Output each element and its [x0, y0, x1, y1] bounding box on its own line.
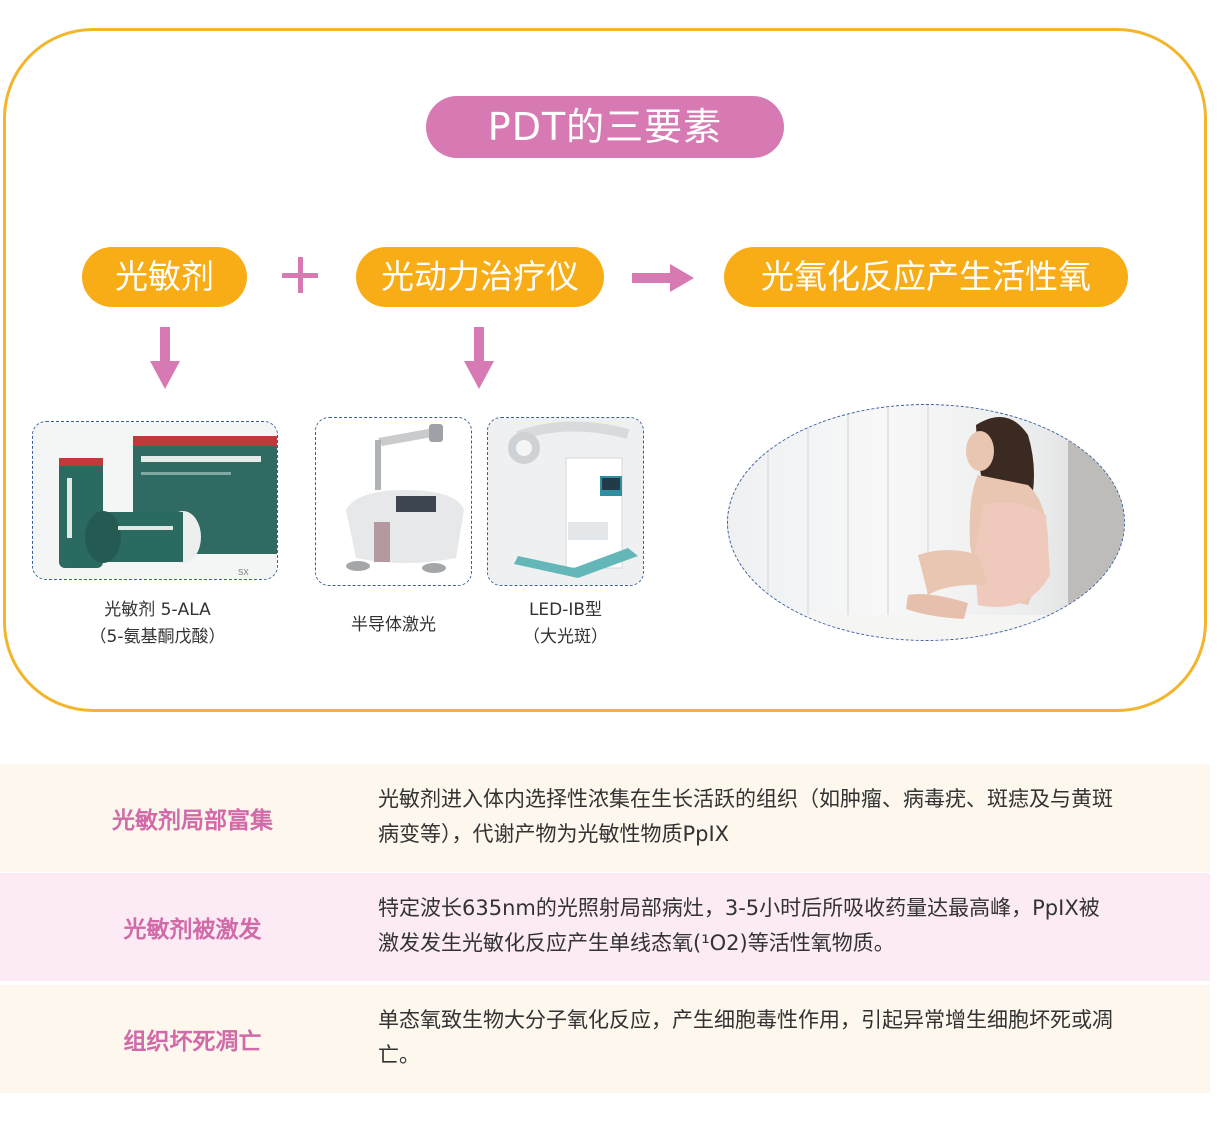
step-label: 组织坏死凋亡	[123, 1029, 262, 1055]
step-text: 单态氧致生物大分子氧化反应，产生细胞毒性作用，引起异常增生细胞坏死或凋亡。	[378, 1008, 1113, 1067]
step-label: 光敏剂局部富集	[112, 808, 273, 834]
arrow-down-icon	[150, 327, 180, 389]
led-caption-line1: LED-IB型	[528, 600, 603, 620]
device-pill: 光动力治疗仪	[356, 247, 604, 307]
step-row: 组织坏死凋亡 单态氧致生物大分子氧化反应，产生细胞毒性作用，引起异常增生细胞坏死…	[0, 985, 1210, 1093]
plus-icon	[282, 257, 318, 293]
drug-caption: 光敏剂 5-ALA （5-氨基酮戊酸）	[60, 597, 255, 651]
arrow-down-icon	[464, 327, 494, 389]
svg-text:SX: SX	[238, 568, 249, 577]
step-row: 光敏剂被激发 特定波长635nm的光照射局部病灶，3-5小时后所吸收药量达最高峰…	[0, 873, 1210, 981]
step-text: 光敏剂进入体内选择性浓集在生长活跃的组织（如肿瘤、病毒疣、斑痣及与黄斑病变等），…	[378, 787, 1113, 846]
step-label: 光敏剂被激发	[123, 917, 262, 943]
led-caption: LED-IB型 （大光斑）	[487, 597, 644, 651]
laser-caption: 半导体激光	[351, 615, 436, 635]
step-text: 特定波长635nm的光照射局部病灶，3-5小时后所吸收药量达最高峰，PpIX被激…	[378, 896, 1100, 955]
arrow-right-icon	[632, 264, 694, 292]
top-frame	[3, 28, 1207, 712]
step-row: 光敏剂局部富集 光敏剂进入体内选择性浓集在生长活跃的组织（如肿瘤、病毒疣、斑痣及…	[0, 764, 1210, 872]
drug-caption-line2: （5-氨基酮戊酸）	[89, 627, 226, 647]
laser-device-image	[315, 417, 472, 586]
drug-caption-line1: 光敏剂 5-ALA	[104, 600, 211, 620]
led-device-image	[487, 417, 644, 586]
woman-photo	[727, 404, 1125, 641]
page-title: PDT的三要素	[426, 96, 784, 158]
result-pill: 光氧化反应产生活性氧	[724, 247, 1128, 307]
led-caption-line2: （大光斑）	[523, 627, 608, 647]
drug-product-image: SX	[32, 421, 278, 580]
photosensitizer-pill: 光敏剂	[82, 247, 247, 307]
